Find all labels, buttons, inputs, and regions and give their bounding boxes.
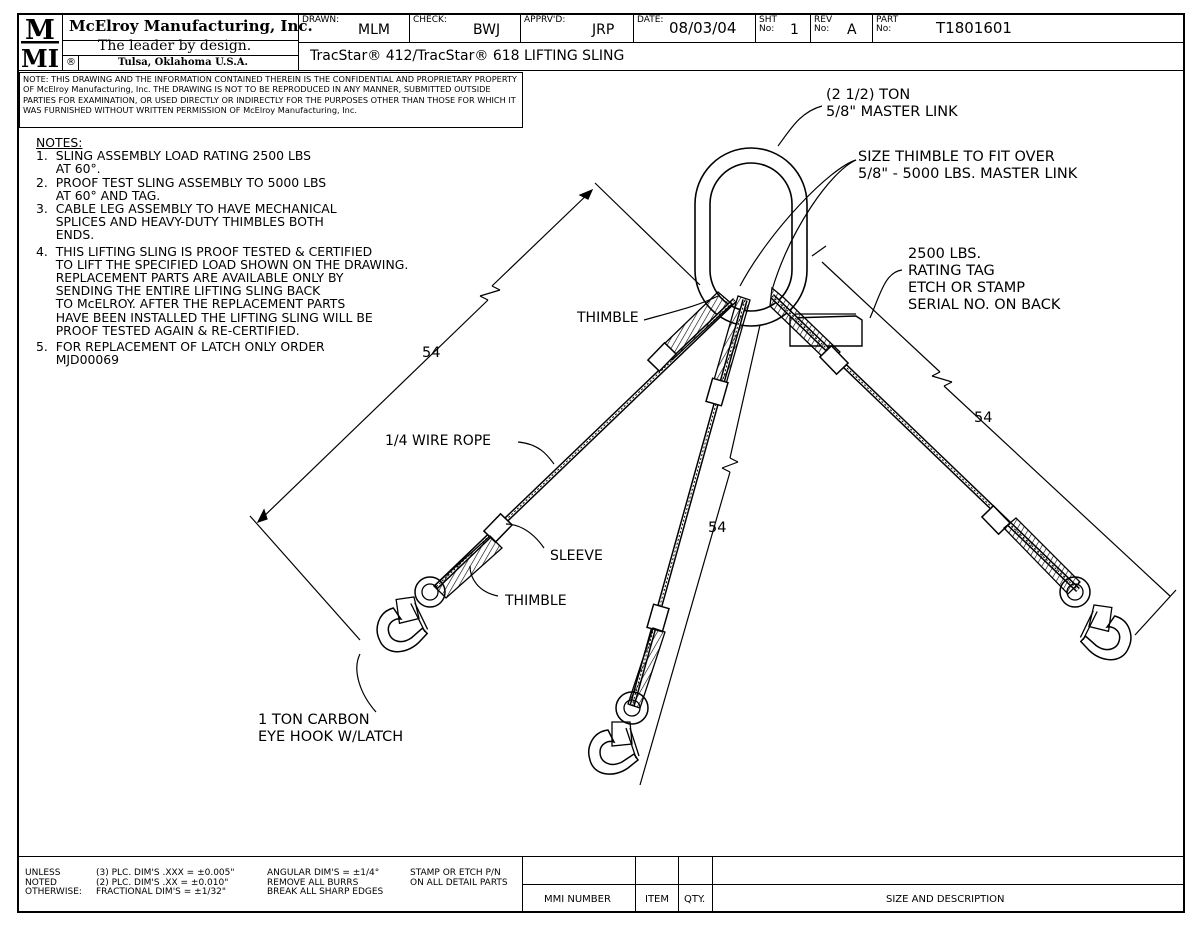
svg-text:MI: MI — [21, 44, 59, 69]
callout-thimble-bottom: THIMBLE — [505, 593, 567, 609]
dimension-left — [249, 182, 701, 641]
dimension-right-value: 54 — [974, 410, 993, 426]
note-item-3: 3. CABLE LEG ASSEMBLY TO HAVE MECHANICAL… — [36, 201, 337, 243]
company-line-1 — [62, 40, 298, 41]
company-name: McElroy Manufacturing, Inc. — [69, 17, 313, 35]
notes-header: NOTES: — [36, 135, 83, 150]
rev-value: A — [847, 22, 857, 38]
check-value: BWJ — [473, 22, 501, 38]
callout-thimble-size: SIZE THIMBLE TO FIT OVER 5/8" - 5000 LBS… — [858, 149, 1078, 182]
cell-divider — [872, 13, 873, 42]
mmi-logo: M MI — [20, 15, 60, 73]
dimension-center-value: 54 — [708, 520, 727, 536]
slogan: The leader by design. — [98, 38, 252, 54]
confidential-note: NOTE: THIS DRAWING AND THE INFORMATION C… — [19, 72, 523, 128]
cell-divider — [520, 13, 521, 42]
date-label: DATE: — [637, 15, 664, 25]
note-item-1: 1. SLING ASSEMBLY LOAD RATING 2500 LBS A… — [36, 148, 312, 177]
callout-master-link: (2 1/2) TON 5/8" MASTER LINK — [826, 87, 958, 120]
cell-divider — [755, 13, 756, 42]
leader-lines — [356, 105, 903, 713]
company-line-2 — [62, 55, 298, 56]
part-value: T1801601 — [936, 19, 1012, 37]
apprvd-label: APPRV'D: — [524, 15, 566, 25]
col-size-description: SIZE AND DESCRIPTION — [886, 894, 1005, 905]
location: Tulsa, Oklahoma U.S.A. — [118, 57, 248, 68]
title-row-divider — [298, 42, 1185, 43]
notes-section: NOTES: 1. SLING ASSEMBLY LOAD RATING 250… — [36, 135, 409, 368]
sht-label: SHT No: — [759, 15, 777, 34]
mmi-logo-graphic: M MI — [21, 15, 59, 73]
check-label: CHECK: — [413, 15, 447, 25]
apprvd-value: JRP — [592, 22, 615, 38]
master-link — [694, 147, 808, 327]
cell-divider — [409, 13, 410, 42]
rev-label: REV No: — [814, 15, 833, 34]
callout-eye-hook: 1 TON CARBON EYE HOOK W/LATCH — [258, 712, 404, 745]
date-value: 08/03/04 — [669, 19, 737, 37]
note-item-4: 4. THIS LIFTING SLING IS PROOF TESTED & … — [36, 243, 409, 338]
dimension-center — [639, 324, 761, 786]
part-label: PART No: — [876, 15, 899, 34]
callout-wire-rope: 1/4 WIRE ROPE — [385, 433, 492, 449]
callout-rating-tag: 2500 LBS. RATING TAG ETCH OR STAMP SERIA… — [908, 246, 1061, 313]
note-item-2: 2. PROOF TEST SLING ASSEMBLY TO 5000 LBS… — [36, 174, 327, 203]
col-item: ITEM — [645, 894, 670, 905]
tolerances: (3) PLC. DIM'S .XXX = ±0.005" (2) PLC. D… — [96, 868, 235, 898]
stamp-note: STAMP OR ETCH P/N ON ALL DETAIL PARTS — [410, 868, 508, 888]
registered-mark: ® — [66, 57, 76, 68]
cable-leg-right — [769, 286, 1136, 664]
dimension-left-value: 54 — [422, 345, 441, 361]
bottom-row-divider — [522, 884, 1185, 885]
cell-divider — [633, 13, 634, 42]
angular-tolerances: ANGULAR DIM'S = ±1/4° REMOVE ALL BURRS B… — [267, 868, 384, 898]
unless-noted: UNLESS NOTED OTHERWISE: — [25, 868, 82, 898]
col-mmi-number: MMI NUMBER — [544, 894, 611, 905]
bottom-block-top — [17, 856, 1185, 857]
cable-leg-center — [588, 295, 751, 775]
drawing-title: TracStar® 412/TracStar® 618 LIFTING SLIN… — [310, 48, 625, 64]
dimension-right — [811, 245, 1177, 636]
sht-value: 1 — [790, 22, 799, 38]
drawing-frame — [17, 13, 1185, 913]
col-qty: QTY. — [684, 894, 706, 905]
logo-divider — [62, 13, 63, 71]
drawn-label: DRAWN: — [302, 15, 340, 25]
callout-thimble-top: THIMBLE — [577, 310, 639, 326]
note-item-5: 5. FOR REPLACEMENT OF LATCH ONLY ORDER M… — [36, 339, 325, 368]
reg-mark-divider — [78, 55, 79, 71]
callout-sleeve: SLEEVE — [550, 548, 603, 564]
svg-text:M: M — [25, 15, 55, 46]
title-block-bottom — [17, 70, 1185, 71]
drawn-value: MLM — [358, 22, 390, 38]
cable-leg-left — [372, 291, 737, 656]
cell-divider — [810, 13, 811, 42]
